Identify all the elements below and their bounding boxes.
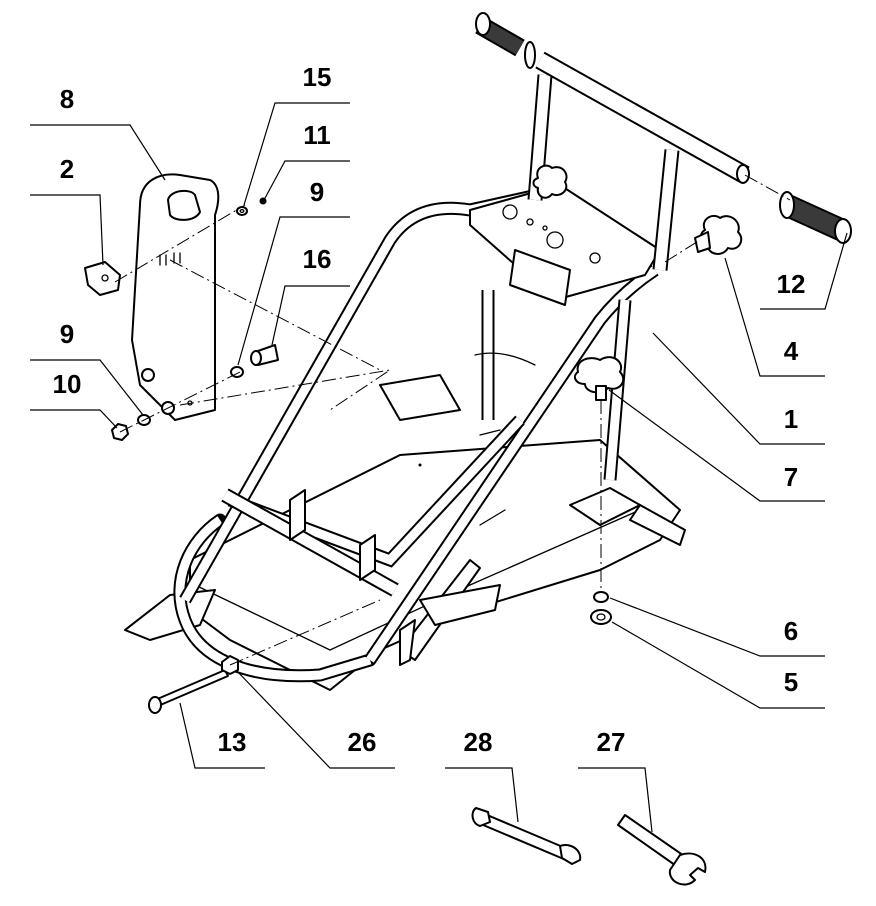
star-knob-7 bbox=[573, 356, 625, 401]
wrench-27 bbox=[617, 814, 707, 886]
callout-27: 27 bbox=[597, 727, 626, 757]
callout-6: 6 bbox=[784, 616, 798, 646]
wrench-28 bbox=[471, 807, 582, 865]
callout-4: 4 bbox=[784, 336, 799, 366]
washer-6 bbox=[593, 591, 609, 603]
callout-5: 5 bbox=[784, 667, 798, 697]
callout-13: 13 bbox=[218, 727, 247, 757]
callout-7: 7 bbox=[784, 462, 798, 492]
callout-9-upper: 9 bbox=[310, 177, 324, 207]
callout-28: 28 bbox=[464, 727, 493, 757]
hand-grip-12 bbox=[779, 191, 852, 244]
callout-12: 12 bbox=[777, 269, 806, 299]
callout-26: 26 bbox=[348, 727, 377, 757]
bolt-13 bbox=[148, 669, 229, 714]
callout-10: 10 bbox=[53, 369, 82, 399]
callout-8: 8 bbox=[60, 84, 74, 114]
callout-9-lower: 9 bbox=[60, 319, 74, 349]
callout-labels: 8 2 15 11 9 16 9 10 12 4 1 7 6 5 13 26 2… bbox=[53, 62, 806, 757]
bracket-plate-8 bbox=[131, 173, 220, 421]
callout-11: 11 bbox=[303, 120, 331, 150]
assembly-lines bbox=[114, 174, 791, 666]
bolt-16 bbox=[250, 344, 279, 366]
callout-15: 15 bbox=[303, 62, 332, 92]
clip-2 bbox=[84, 261, 121, 296]
star-knob-upright bbox=[532, 164, 568, 199]
callout-1: 1 bbox=[784, 404, 798, 434]
leader-lines bbox=[30, 102, 848, 833]
main-frame bbox=[124, 12, 750, 691]
callout-16: 16 bbox=[303, 244, 332, 274]
nut-5 bbox=[590, 609, 612, 625]
washer-15 bbox=[236, 206, 248, 216]
callout-2: 2 bbox=[60, 154, 74, 184]
star-knob-4 bbox=[694, 214, 743, 255]
